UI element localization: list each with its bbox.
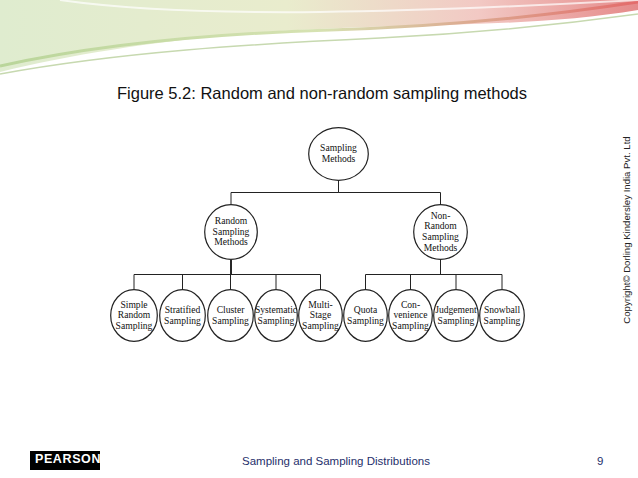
ellipse-shape <box>208 290 254 342</box>
tree-connector <box>441 260 503 289</box>
method-ellipse: Systematic Sampling <box>254 289 298 342</box>
method-ellipse: Snowball Sampling <box>479 289 525 342</box>
tree-connector <box>231 181 339 204</box>
tree-connector <box>231 260 321 289</box>
node-label: Simple Random Sampling <box>110 300 158 332</box>
method-ellipse: Con- venience Sampling <box>388 289 433 342</box>
tree-connector <box>183 260 232 289</box>
tree-connector <box>411 260 441 289</box>
node-label: Sampling Methods <box>308 143 369 164</box>
ellipse-shape <box>389 290 433 342</box>
method-ellipse: Stratified Sampling <box>159 289 206 342</box>
category-ellipse: Random Sampling Methods <box>204 204 258 260</box>
tree-connector <box>339 181 441 204</box>
swoosh-line <box>60 0 638 12</box>
node-label: Quota Sampling <box>343 305 388 326</box>
node-label: Cluster Sampling <box>207 305 254 326</box>
tree-connector <box>134 260 231 289</box>
node-label: Non- Random Sampling Methods <box>413 211 468 253</box>
method-ellipse: Simple Random Sampling <box>110 289 158 342</box>
node-label: Random Sampling Methods <box>204 216 258 248</box>
swoosh-band <box>0 0 638 72</box>
root-ellipse: Sampling Methods <box>308 127 369 181</box>
tree-connector <box>441 260 457 289</box>
node-label: Stratified Sampling <box>159 305 206 326</box>
ellipse-shape <box>480 290 525 342</box>
footer-text: Sampling and Sampling Distributions <box>242 455 430 467</box>
ellipse-shape <box>160 290 206 342</box>
node-label: Snowball Sampling <box>479 305 525 326</box>
ellipse-shape <box>309 128 369 181</box>
node-label: Judgement Sampling <box>433 305 479 326</box>
method-ellipse: Judgement Sampling <box>433 289 479 342</box>
ellipse-shape <box>344 290 388 342</box>
tree-connector <box>230 260 232 289</box>
ellipse-shape <box>111 290 158 342</box>
method-ellipse: Quota Sampling <box>343 289 388 342</box>
header-swoosh <box>0 0 638 80</box>
ellipse-shape <box>414 205 468 260</box>
method-ellipse: Cluster Sampling <box>207 289 254 342</box>
ellipse-shape <box>434 290 479 342</box>
node-label: Multi- Stage Sampling <box>298 300 343 332</box>
tree-connector <box>231 260 276 289</box>
publisher-logo: PEARSON <box>35 452 101 466</box>
category-ellipse: Non- Random Sampling Methods <box>413 204 468 260</box>
node-label: Systematic Sampling <box>253 305 299 326</box>
page-number: 9 <box>597 455 603 467</box>
ellipse-shape <box>205 205 258 260</box>
tree-connector <box>366 260 441 289</box>
method-ellipse: Multi- Stage Sampling <box>298 289 343 342</box>
node-label: Con- venience Sampling <box>388 300 433 332</box>
ellipse-shape <box>299 290 343 342</box>
copyright-note: Copyright© Dorling Kindersley India Pvt.… <box>621 136 632 323</box>
figure-title: Figure 5.2: Random and non-random sampli… <box>117 84 527 103</box>
swoosh-line <box>0 14 638 74</box>
